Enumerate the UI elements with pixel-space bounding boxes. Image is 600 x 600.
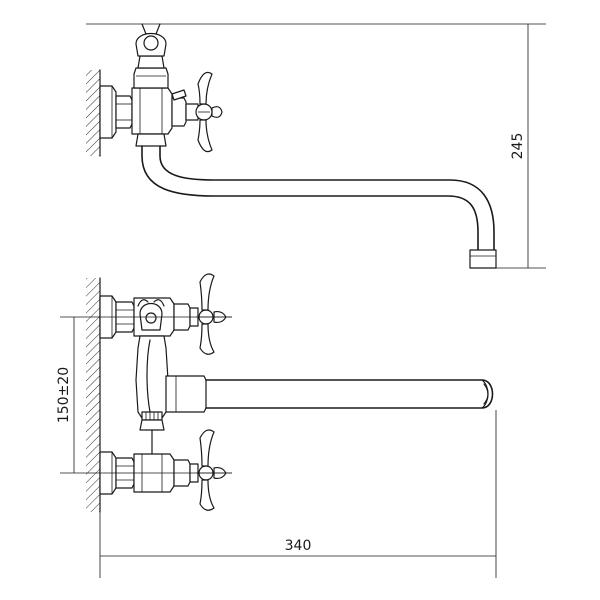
height-label: 245 <box>510 133 526 160</box>
side-swivel <box>135 133 167 147</box>
side-flange <box>99 85 117 139</box>
width-label: 340 <box>285 538 312 554</box>
side-spout-inner <box>159 145 495 251</box>
front-central-body <box>135 335 169 419</box>
dimension-vertical: 150±20 <box>56 316 232 474</box>
side-spout-outer <box>141 145 479 251</box>
front-lower-handle <box>173 429 232 511</box>
side-wall-hatch <box>86 69 101 157</box>
dimension-width: 340 <box>99 410 497 578</box>
side-hex-nut <box>115 95 133 129</box>
side-cross-handle <box>171 71 223 153</box>
side-top-nut <box>133 67 169 89</box>
side-body <box>131 87 173 135</box>
vertical-label: 150±20 <box>56 367 72 423</box>
front-upper-handle <box>173 273 232 355</box>
front-wall-hatch <box>86 277 101 513</box>
front-view <box>86 273 494 513</box>
dimension-height: 245 <box>86 23 546 269</box>
front-spout <box>205 379 494 409</box>
side-view <box>86 23 497 269</box>
side-aerator <box>469 249 497 269</box>
front-spout-block <box>165 375 207 413</box>
